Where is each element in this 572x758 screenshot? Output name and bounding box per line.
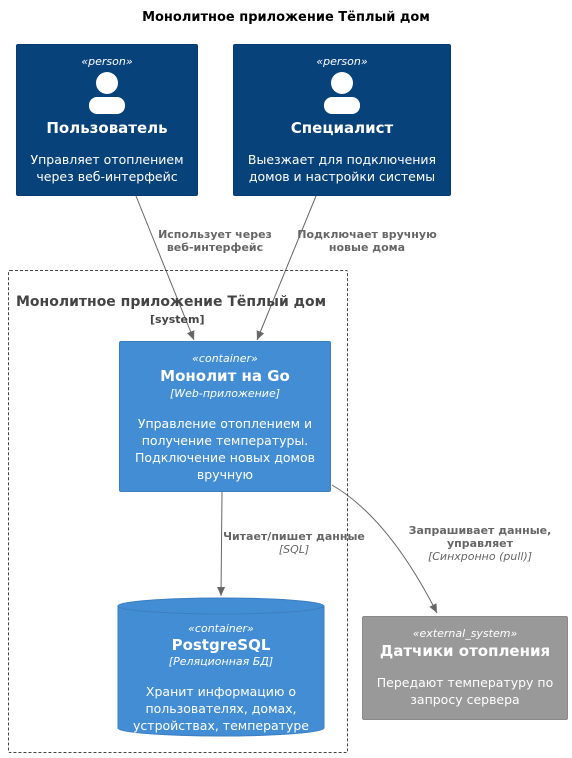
relation-label-db: Читает/пишет данные [SQL] xyxy=(218,530,370,556)
description-line: устройствах, температуре xyxy=(133,718,309,733)
relation-label-line: Подключает вручную xyxy=(297,228,437,241)
container-monolith: «container» Монолит на Go [Web-приложени… xyxy=(119,341,331,492)
relation-label-line: новые дома xyxy=(328,241,406,254)
external-description: Передают температуру по запросу сервера xyxy=(363,674,567,708)
relation-label-line: веб-интерфейс xyxy=(166,241,264,254)
relation-label-sensors: Запрашивает данные, управляет [Синхронно… xyxy=(398,524,562,563)
person-specialist-name: Специалист xyxy=(290,119,394,137)
external-system-sensors: «external_system» Датчики отопления Пере… xyxy=(362,616,568,720)
monolith-name: Монолит на Go xyxy=(160,367,290,385)
description-line: получение температуры. xyxy=(141,433,309,448)
external-stereotype: «external_system» xyxy=(412,627,518,640)
relation-monolith-to-sensors xyxy=(331,484,438,614)
postgresql-cylinder xyxy=(117,597,325,737)
person-user: «person» Пользователь Управляет отоплени… xyxy=(16,44,198,196)
relation-user-to-monolith xyxy=(135,195,195,341)
relation-technology: [Синхронно (pull)] xyxy=(427,550,533,563)
postgresql-content: «container» PostgreSQL [Реляционная БД] … xyxy=(118,622,324,734)
relation-monolith-to-db xyxy=(217,491,226,597)
relation-technology: [SQL] xyxy=(278,543,310,556)
person-user-description: Управляет отоплением через веб-интерфейс xyxy=(17,151,197,185)
description-line: пользователях, домах, xyxy=(145,701,297,716)
description-line: запросу сервера xyxy=(410,692,520,707)
system-boundary xyxy=(8,270,348,753)
person-icon xyxy=(324,72,360,114)
postgresql-description: Хранит информацию о пользователях, домах… xyxy=(118,683,324,734)
relation-label-line: Использует через xyxy=(158,228,272,241)
postgresql-technology: [Реляционная БД] xyxy=(168,655,274,668)
person-specialist: «person» Специалист Выезжает для подключ… xyxy=(233,44,451,196)
monolith-description: Управление отоплением и получение темпер… xyxy=(120,415,330,483)
person-user-stereotype: «person» xyxy=(81,55,133,68)
description-line: Управление отоплением и xyxy=(137,416,313,431)
monolith-technology: [Web-приложение] xyxy=(169,387,281,400)
relation-specialist-to-monolith xyxy=(256,195,317,341)
person-user-name: Пользователь xyxy=(46,119,168,137)
person-specialist-description: Выезжает для подключения домов и настрой… xyxy=(234,151,450,185)
description-line: Выезжает для подключения xyxy=(247,152,437,167)
description-line: Управляет отоплением xyxy=(30,152,184,167)
postgresql-name: PostgreSQL xyxy=(171,636,271,654)
diagram-title: Монолитное приложение Тёплый дом xyxy=(142,10,430,25)
relation-label-line: управляет xyxy=(447,537,513,550)
boundary-title: Монолитное приложение Тёплый дом xyxy=(16,294,327,310)
relation-label-user: Использует через веб-интерфейс xyxy=(150,228,280,254)
description-line: Подключение новых домов xyxy=(135,450,315,465)
relation-label-line: Запрашивает данные, xyxy=(408,524,552,537)
postgresql-stereotype: «container» xyxy=(188,622,254,635)
description-line: Хранит информацию о xyxy=(145,684,297,699)
person-specialist-stereotype: «person» xyxy=(316,55,368,68)
boundary-type: [system] xyxy=(150,313,205,326)
monolith-stereotype: «container» xyxy=(192,352,258,365)
description-line: Передают температуру по xyxy=(376,675,554,690)
description-line: вручную xyxy=(196,467,254,482)
relation-label-line: Читает/пишет данные xyxy=(223,530,365,543)
external-name: Датчики отопления xyxy=(379,642,551,660)
person-icon xyxy=(89,72,125,114)
relation-label-specialist: Подключает вручную новые дома xyxy=(292,228,442,254)
description-line: через веб-интерфейс xyxy=(36,169,178,184)
description-line: домов и настройки системы xyxy=(248,169,436,184)
